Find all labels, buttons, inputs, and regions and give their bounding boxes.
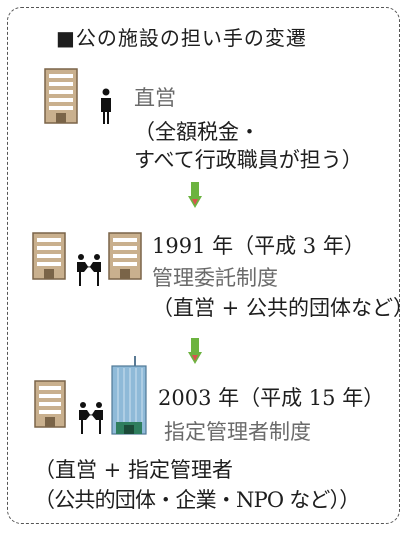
diagram-frame [7, 7, 400, 524]
stage1-line1: （全額税金・ [134, 120, 260, 144]
stage3-line2: （公共的団体・企業・NPO など）） [34, 488, 360, 512]
down-arrow-icon [188, 338, 202, 364]
stage2-system: 管理委託制度 [152, 266, 278, 290]
building-icon [44, 68, 78, 124]
office-tower-icon [111, 356, 147, 435]
building-icon [108, 232, 142, 280]
down-arrow-icon [188, 182, 202, 208]
building-icon [32, 232, 66, 280]
stage3-line1: （直営 + 指定管理者 [34, 458, 233, 482]
stage1-line2: すべて行政職員が担う） [134, 148, 363, 172]
person-icon [101, 88, 111, 124]
stage1-heading: 直営 [134, 86, 176, 110]
stage2-heading: 1991 年（平成 3 年） [152, 234, 365, 258]
handshake-icon [77, 254, 101, 286]
stage2-note: （直営 + 公共的団体など） [152, 296, 409, 320]
handshake-icon [79, 402, 103, 434]
stage3-system: 指定管理者制度 [164, 420, 311, 444]
building-icon [34, 380, 66, 428]
stage3-heading: 2003 年（平成 15 年） [158, 386, 385, 410]
page-title: ■公の施設の担い手の変遷 [56, 26, 307, 50]
